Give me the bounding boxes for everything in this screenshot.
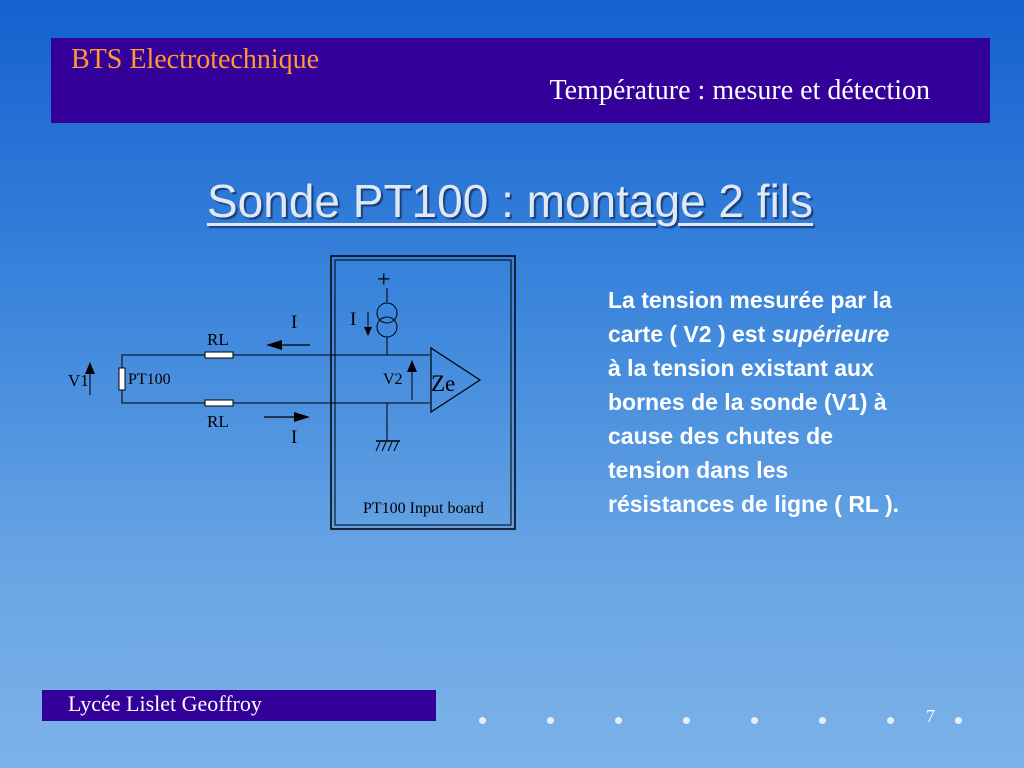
pt100-resistor [118, 367, 126, 391]
page-number: 7 [926, 706, 935, 726]
label-v2: V2 [383, 371, 403, 388]
dot [751, 717, 758, 724]
source-arrow [364, 327, 372, 336]
rl-resistor-top [204, 351, 234, 359]
label-i-bottom: I [291, 427, 297, 448]
course-title: BTS Electrotechnique [71, 44, 320, 75]
label-rl-top: RL [207, 330, 229, 349]
school-name: Lycée Lislet Geoffroy [68, 691, 262, 716]
amplifier [430, 346, 482, 414]
label-board: PT100 Input board [363, 500, 484, 517]
slide-title: Sonde PT100 : montage 2 fils [206, 175, 814, 227]
dot [887, 717, 894, 724]
label-ze: Ze [431, 371, 455, 396]
current-source-upper [376, 302, 398, 324]
label-pt100: PT100 [128, 371, 171, 388]
dot [547, 717, 554, 724]
label-i-source: I [350, 309, 356, 330]
dot [819, 717, 826, 724]
dot [615, 717, 622, 724]
header-band: BTS Electrotechnique Température : mesur… [51, 38, 990, 123]
dot [479, 717, 486, 724]
dot [683, 717, 690, 724]
label-rl-bottom: RL [207, 412, 229, 431]
current-arrow-top [266, 340, 282, 350]
v2-arrow [407, 360, 417, 372]
current-source-lower [376, 316, 398, 338]
decorative-dots [475, 712, 975, 728]
explanation-emphasis: supérieure [771, 321, 890, 347]
circuit-diagram: V1 PT100 RL RL I I I + V2 Ze PT100 Input… [68, 255, 516, 530]
board-outline-outer [330, 255, 516, 530]
rl-resistor-bottom [204, 399, 234, 407]
explanation-part1: La tension mesurée par la carte ( V2 ) e… [608, 287, 892, 347]
v1-arrow [85, 362, 95, 374]
footer-band: Lycée Lislet Geoffroy [42, 690, 436, 721]
dot [955, 717, 962, 724]
label-i-top: I [291, 312, 297, 333]
label-plus: + [377, 267, 391, 293]
topic-title: Température : mesure et détection [549, 75, 930, 106]
explanation-part2: à la tension existant aux bornes de la s… [608, 355, 900, 517]
explanation-text: La tension mesurée par la carte ( V2 ) e… [608, 283, 908, 521]
label-v1: V1 [68, 371, 89, 390]
board-outline-inner [334, 259, 512, 526]
current-arrow-bottom [294, 412, 310, 422]
